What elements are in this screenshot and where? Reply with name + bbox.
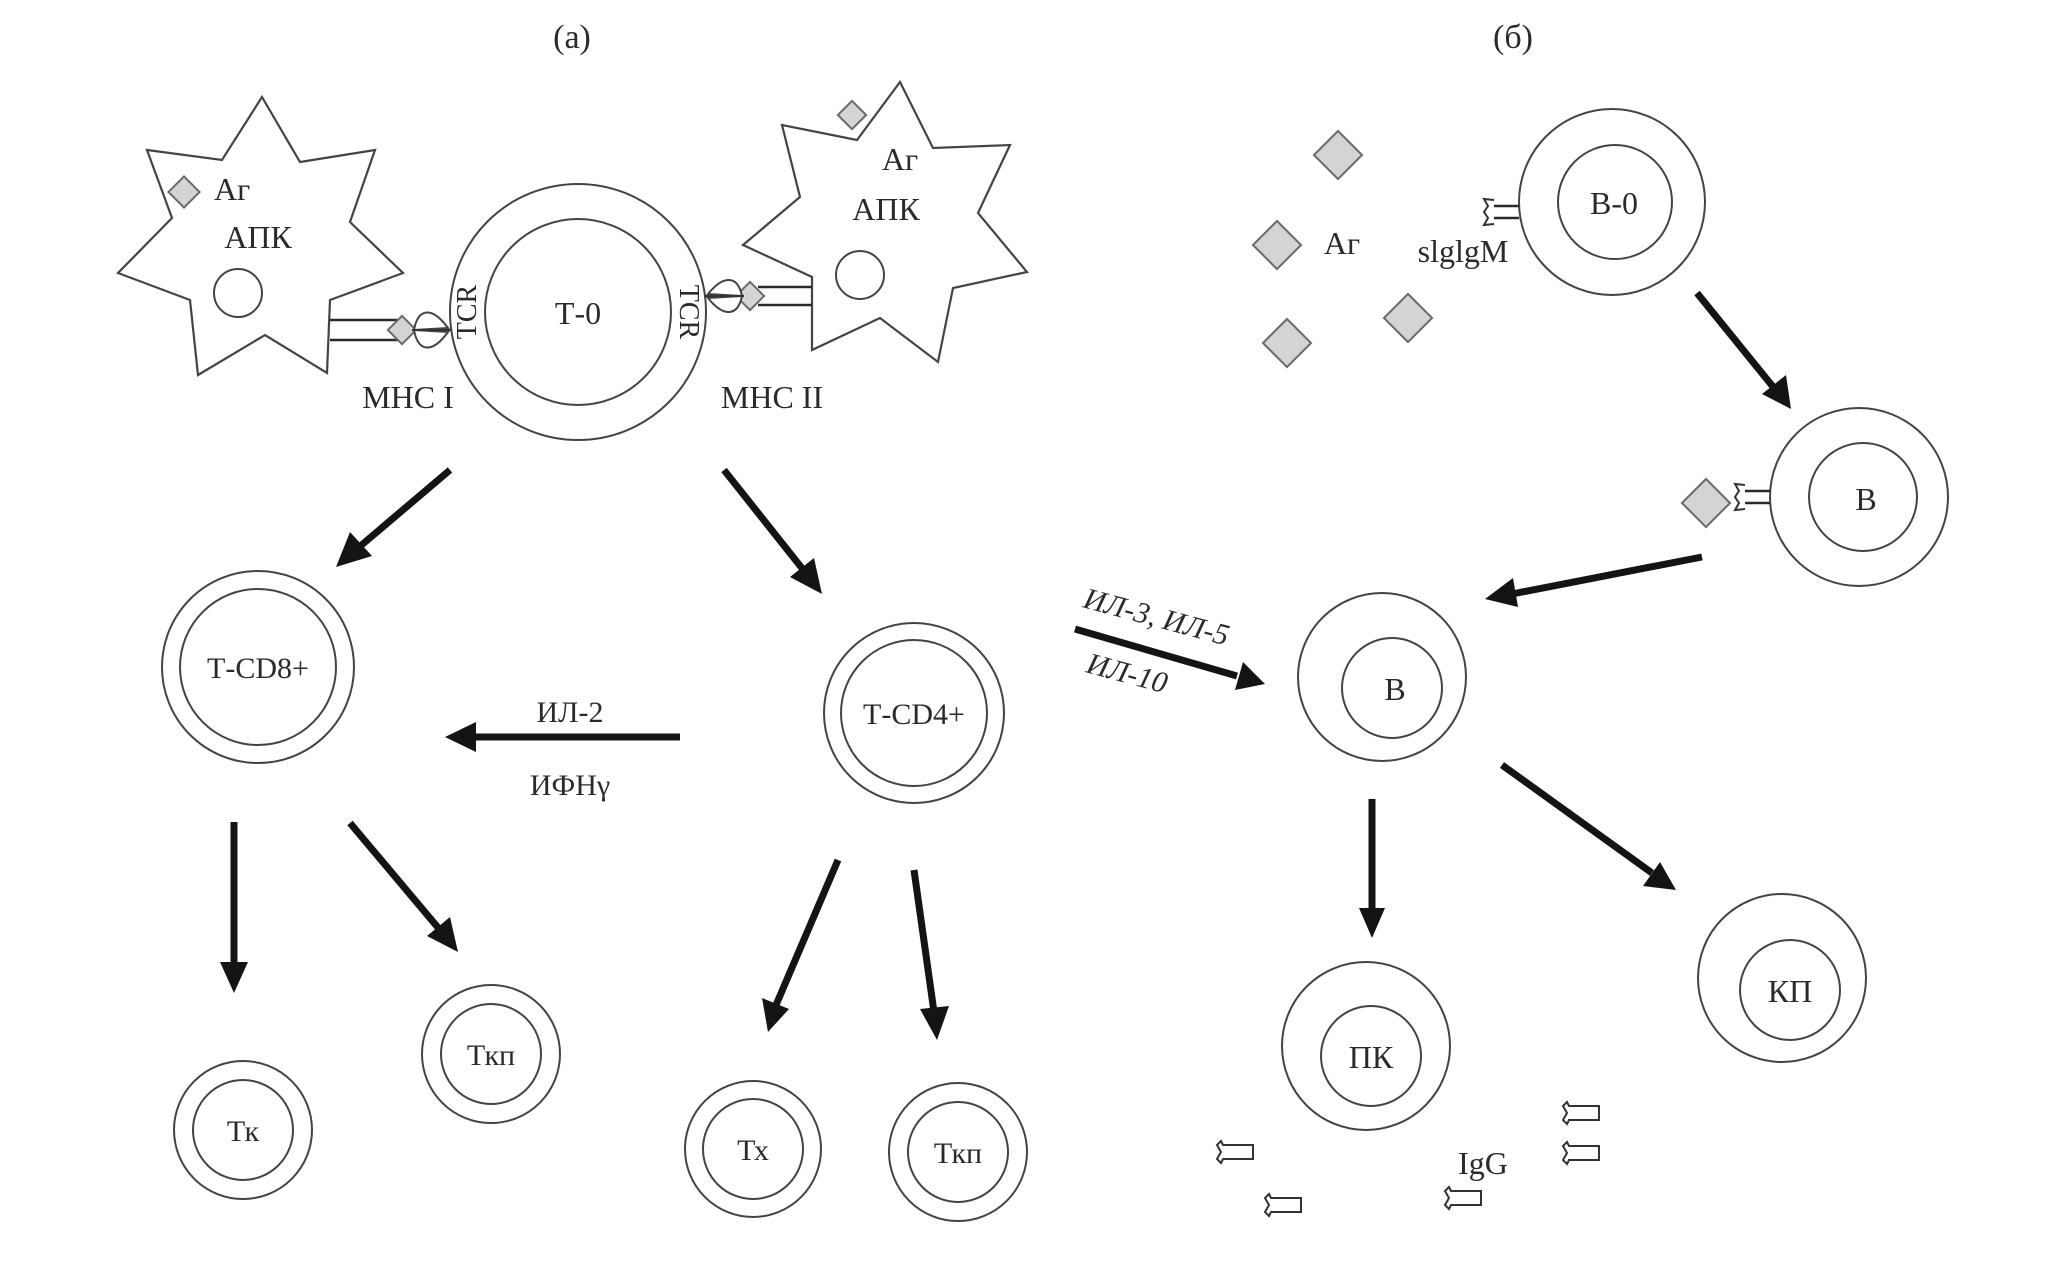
arrow-cd4-to-tx [762,858,842,1032]
antibody-icon [1562,1101,1600,1125]
antibody-label: IgG [1458,1145,1508,1181]
t-cd8-nucleus [179,588,337,746]
apc-right-label: АПК [852,191,920,227]
tk-label: Тк [227,1115,260,1148]
antigen-icon [167,175,201,209]
t0-label: Т-0 [555,295,601,331]
arrow-t0-to-cd4 [721,467,822,594]
presented-antigen-icon [734,280,766,312]
cytokine-ifn-label: ИФНγ [530,769,610,802]
b-active-cell: В [1297,592,1467,762]
antibody-icon [1444,1186,1482,1210]
apc-left: Аг АПК МНС I [116,94,454,415]
tkp-cd4-cell: Ткп [888,1082,1028,1222]
apc-left-nucleus [213,268,263,318]
arrow-cd8-to-tkp [347,820,458,952]
panel-b: Аг slglgM В-0 В [1074,108,1949,1217]
cytokine-il2-label: ИЛ-2 [536,696,603,729]
presented-antigen-icon [386,314,418,346]
antibody-icon [1216,1140,1254,1164]
tkp-cd4-label: Ткп [934,1137,982,1170]
t-cd4-cell: Т-CD4+ [823,622,1005,804]
t-cd8-cell: Т-CD8+ [161,570,355,764]
mhc-ii-label: МНС II [721,379,823,415]
pk-label: ПК [1349,1039,1394,1075]
b0-label: В-0 [1590,185,1638,221]
arrow-cd8-to-tk [220,822,248,993]
t-cd4-outer-membrane [823,622,1005,804]
kp-label: КП [1768,973,1812,1009]
t-cd8-outer-membrane [161,570,355,764]
antibody-icon [1562,1141,1600,1165]
tcr-right-label: TCR [673,285,704,340]
antibody-icon [1264,1193,1302,1217]
receptor-label: slglgM [1418,233,1509,269]
panel-b-label: (б) [1493,19,1533,56]
arrow-b-to-pk [1359,799,1385,938]
free-antigen-icon [1382,292,1434,344]
bound-antigen-icon [1680,477,1732,529]
arrow-cytokines-to-b [1074,625,1265,690]
b0-cell: В-0 [1482,108,1706,296]
b-bound-receptor-icon [1733,482,1770,512]
apc-left-antigen-label: Аг [214,171,250,207]
b-active-label: В [1384,671,1405,707]
tcr-left-icon [412,311,452,349]
cytokines-il3-il5-label: ИЛ-3, ИЛ-5 [1079,582,1232,653]
arrow-b0-to-b [1694,290,1791,409]
arrow-cd4-to-tkp [910,869,949,1040]
t-cd4-nucleus [840,639,988,787]
free-antigen-icon [1251,219,1303,271]
arrow-b-to-kp [1499,762,1676,890]
apc-left-label: АПК [224,219,292,255]
pk-cell: ПК [1281,961,1451,1131]
antigen-icon [836,99,868,131]
tx-cell: Тх [684,1080,822,1218]
apc-left-star-shape [116,94,406,377]
b-bound-label: В [1855,481,1876,517]
apc-right: Аг АПК МНС II [704,79,1030,415]
b0-receptor-icon [1482,197,1519,227]
t-cd8-label: Т-CD8+ [207,652,309,685]
tx-label: Тх [737,1134,769,1167]
kp-cell: КП [1697,893,1867,1063]
arrow-b-bound-to-b [1485,553,1703,607]
panel-a-label: (а) [553,19,591,56]
mhc-i-label: МНС I [362,379,454,415]
b-bound-cell: В [1680,407,1949,587]
tkp-cd8-label: Ткп [467,1039,515,1072]
t0-cell: Т-0 TCR TCR [449,183,707,441]
tk-cell: Тк [173,1060,313,1200]
t0-nucleus [484,218,672,406]
free-antigen-label: Аг [1324,225,1360,261]
arrow-t0-to-cd8 [336,467,453,567]
apc-right-nucleus [835,250,885,300]
panel-a: Аг АПК МНС I Т-0 TCR TCR [116,79,1030,1222]
free-antigen-icon [1312,129,1364,181]
arrow-cd4-to-cd8 [445,722,680,752]
apc-right-star-shape [740,79,1030,364]
apc-right-antigen-label: Аг [882,141,918,177]
free-antigen-icon [1261,317,1313,369]
tkp-cd8-cell: Ткп [421,984,561,1124]
t0-outer-membrane [449,183,707,441]
t-cd4-label: Т-CD4+ [863,698,965,731]
tcr-right-icon [704,279,744,313]
tcr-left-label: TCR [452,284,483,339]
